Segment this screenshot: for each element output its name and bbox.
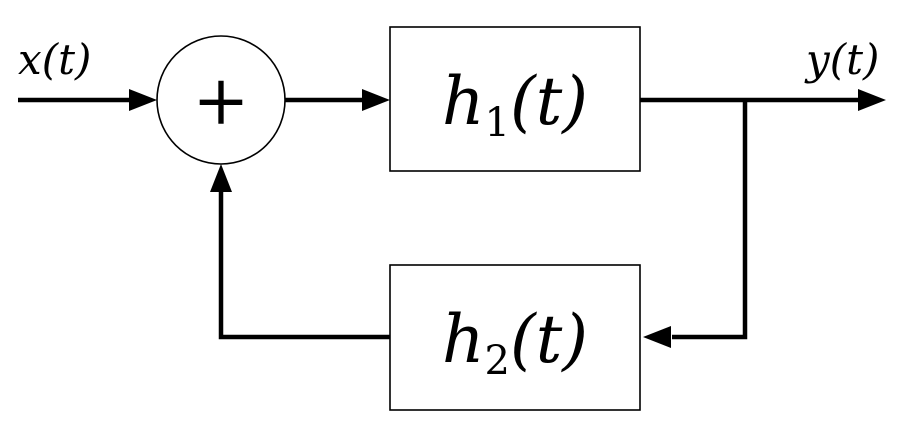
feedback-block-label: h2(t) xyxy=(442,301,588,384)
output-signal-symbol: y xyxy=(804,35,831,84)
feedback-block-symbol: h xyxy=(442,301,485,378)
feedback-block-subscript: 2 xyxy=(485,338,510,384)
forward-block-label: h1(t) xyxy=(442,63,588,146)
feedback-return-wire xyxy=(218,192,390,340)
summing-junction-feedback-arrowhead xyxy=(210,164,232,192)
forward-block-argument: (t) xyxy=(510,63,588,140)
output-signal-label: y(t) xyxy=(804,35,879,84)
forward-block-symbol: h xyxy=(442,63,485,140)
summing-junction-plus-sign: + xyxy=(193,62,250,141)
feedback-block-arrowhead xyxy=(643,326,671,348)
forward-block-arrowhead xyxy=(362,89,390,111)
output-signal-argument: (t) xyxy=(830,35,880,84)
forward-block-subscript: 1 xyxy=(485,100,510,146)
feedback-block-argument: (t) xyxy=(510,301,588,378)
output-arrowhead xyxy=(858,89,886,111)
input-signal-argument: (t) xyxy=(42,35,92,84)
input-arrowhead xyxy=(129,89,157,111)
input-signal-symbol: x xyxy=(18,35,42,84)
feedback-branch-wire xyxy=(672,100,748,340)
forward-block-h1 xyxy=(389,26,641,172)
input-signal-label: x(t) xyxy=(18,35,91,84)
